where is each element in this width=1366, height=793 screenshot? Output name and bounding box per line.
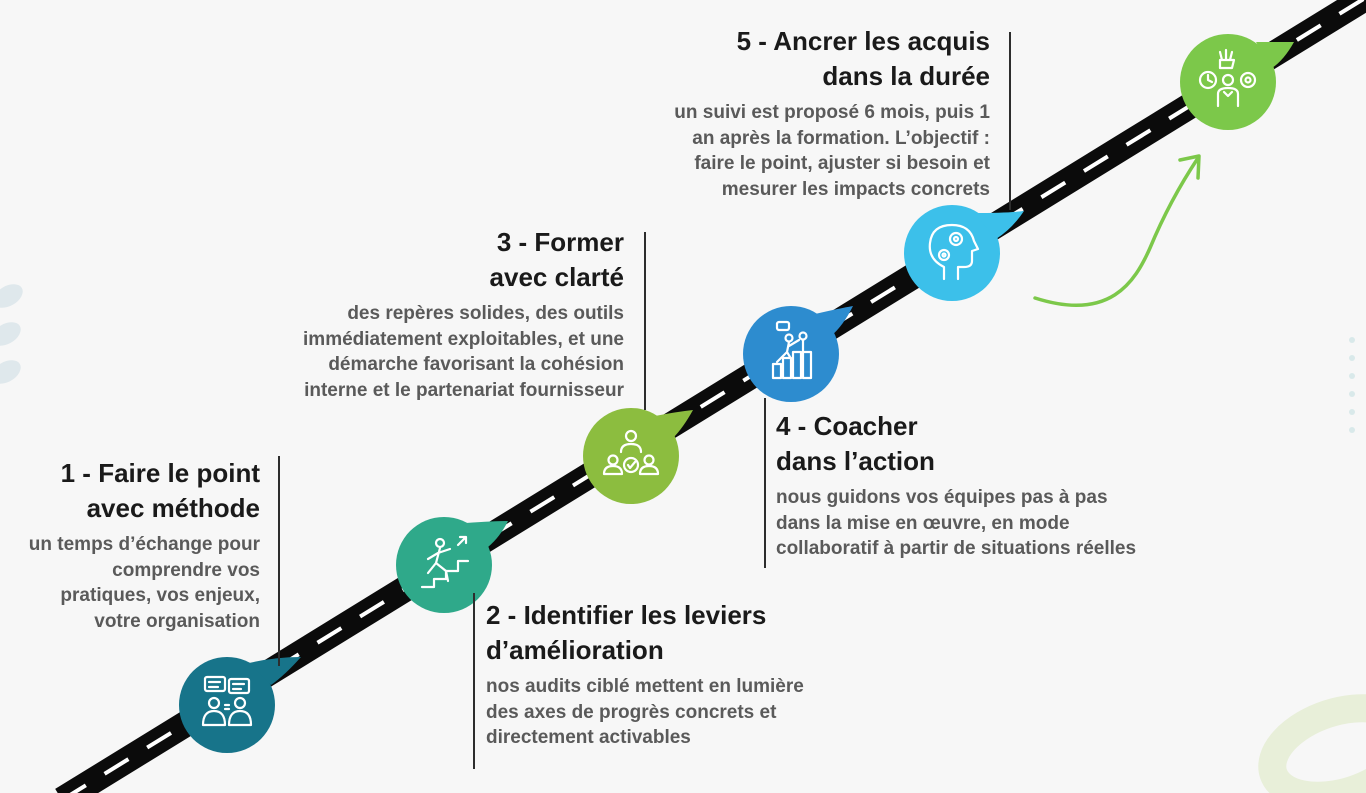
decor-right-dots — [1349, 337, 1355, 433]
step-3-marker — [583, 408, 693, 504]
team-check-icon — [602, 429, 660, 476]
head-gears-icon — [928, 223, 980, 281]
growth-arrow — [1033, 154, 1201, 307]
coaching-podium-icon — [771, 320, 813, 380]
step-1-description: un temps d’échange pour comprendre vos p… — [28, 534, 260, 632]
step-5-connector — [1009, 32, 1011, 210]
goal-marker — [1180, 34, 1294, 130]
step-2-description: nos audits ciblé mettent en lumière des … — [486, 676, 804, 748]
step-2-marker — [396, 517, 508, 613]
discussion-icon — [201, 675, 253, 727]
step-4-marker — [743, 306, 853, 402]
step-3-connector — [644, 232, 646, 410]
step-1-marker — [179, 657, 301, 753]
step-5-marker — [904, 205, 1024, 301]
success-team-icon — [1198, 48, 1257, 108]
step-3-description: des repères solides, des outils immédiat… — [303, 303, 624, 401]
step-4-connector — [764, 398, 766, 568]
step-5-description: un suivi est proposé 6 mois, puis 1 an a… — [674, 102, 990, 200]
step-2-connector — [473, 593, 475, 769]
climbing-stairs-icon — [420, 535, 470, 589]
decor-swirl — [1258, 694, 1366, 793]
step-4-description: nous guidons vos équipes pas à pas dans … — [776, 487, 1137, 559]
step-1-connector — [278, 456, 280, 666]
decor-left-shapes — [0, 284, 23, 384]
